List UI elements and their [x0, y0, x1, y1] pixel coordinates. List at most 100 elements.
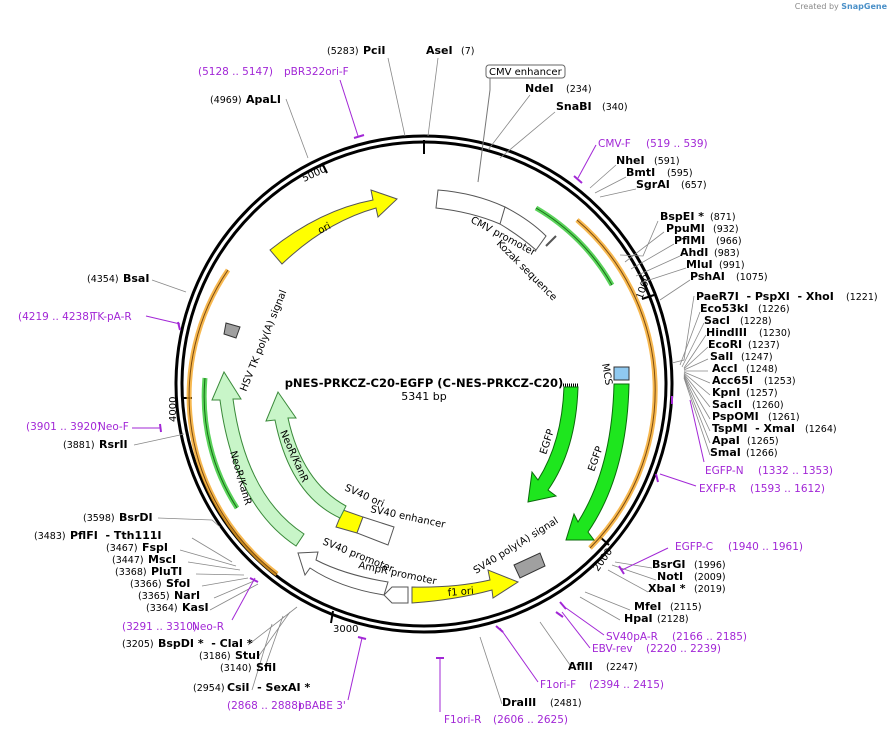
enzyme-pos-snabi: (340) [602, 102, 628, 113]
enzyme-pos-tth111i: (3483) [34, 531, 66, 542]
f1ori-label: f1 ori [447, 586, 474, 599]
primer-egfp-c: EGFP-C [675, 541, 713, 553]
enzyme-pos-draiii: (2481) [550, 698, 582, 709]
enzyme-pos-ahdi: (983) [714, 248, 740, 259]
enzyme-hpai: HpaI [624, 612, 653, 625]
enzyme-acc65i: Acc65I [712, 374, 753, 387]
enzyme-nhei: NheI [616, 154, 645, 167]
enzyme-pos-msci: (3447) [112, 555, 144, 566]
enzyme-mlui: MluI [686, 258, 713, 271]
tick-3000: 3000 [333, 624, 358, 635]
credit-prefix: Created by [794, 2, 839, 11]
sv40-ori-label: SV40 ori [343, 483, 386, 510]
enzyme-bmti: BmtI [626, 166, 655, 179]
enzyme-pos-stui: (3186) [199, 651, 231, 662]
enzyme-pos-sfii: (3140) [220, 663, 252, 674]
primer-leaders [132, 79, 705, 712]
enzyme-pflmi: PflMI [674, 234, 705, 247]
enzyme-pos-pspomi: (1261) [768, 412, 800, 423]
enzyme-sfoi: SfoI [166, 577, 190, 590]
enzyme-mfei: MfeI [634, 600, 661, 613]
primer-pos-egfp-n: (1332 .. 1353) [758, 465, 833, 477]
tick-4000: 4000 [168, 397, 179, 422]
enzyme-kasi: KasI [182, 601, 209, 614]
enzyme-pos-bsrdi: (3598) [83, 513, 115, 524]
enzyme-draiii: DraIII [502, 696, 536, 709]
enzyme-saci: SacI [704, 314, 730, 327]
primer-pos-f1ori-f: (2394 .. 2415) [589, 679, 664, 691]
primer-pbabe3: pBABE 3' [298, 700, 346, 712]
feature-arcs [186, 205, 658, 576]
primer-pos-pbr322ori-f: (5128 .. 5147) [198, 66, 273, 78]
tick-2000: 2000 [591, 547, 615, 574]
enzyme-pos-kpni: (1257) [746, 388, 778, 399]
sv40-enhancer-box [356, 516, 395, 546]
enzyme-pos-apali: (4969) [210, 95, 242, 106]
enzyme-pos-smai: (1266) [746, 448, 778, 459]
primer-cmv-f: CMV-F [598, 138, 631, 150]
enzyme-pos-apai: (1265) [747, 436, 779, 447]
backbone-outer-ring [174, 134, 674, 634]
enzyme-pos-nhei: (591) [654, 156, 680, 167]
primer-pos-ebv-rev: (2220 .. 2239) [646, 643, 721, 655]
enzyme-pspomi: PspOMI [712, 410, 759, 423]
enzyme-pos-ecori: (1237) [748, 340, 780, 351]
enzyme-pos-bmti: (595) [667, 168, 693, 179]
enzyme-eco53ki: Eco53kI [700, 302, 748, 315]
primer-pos-tk-pa-r: (4219 .. 4238) [18, 311, 93, 323]
enzyme-ppumi: PpuMI [666, 222, 705, 235]
enzyme-sexai: CsiI - SexAI * [227, 681, 310, 694]
enzyme-pos-hindiii: (1230) [759, 328, 791, 339]
sv40pa-box [513, 552, 546, 579]
plasmid-size: 5341 bp [401, 390, 446, 403]
primer-pos-sv40pa-r: (2166 .. 2185) [672, 631, 747, 643]
enzyme-kpni: KpnI [712, 386, 740, 399]
snapgene-credit: Created by SnapGene [795, 2, 887, 11]
enzyme-bsrgi: BsrGI [652, 558, 685, 571]
primer-egfp-n: EGFP-N [705, 465, 744, 477]
enzyme-ahdi: AhdI [680, 246, 708, 259]
neor-inner-arrow [265, 390, 347, 519]
enzyme-asei: AseI [426, 44, 453, 57]
enzyme-pos-sgrai: (657) [681, 180, 707, 191]
enzyme-pos-xbai: (2019) [694, 584, 726, 595]
enzyme-bspei: BspEI * [660, 210, 704, 223]
enzyme-sacii: SacII [712, 398, 742, 411]
hsv-tk-label: HSV TK poly(A) signal [239, 289, 290, 394]
sv40-promoter-arrow [297, 551, 389, 596]
feature-shapes [211, 189, 630, 604]
enzyme-pos-pluti: (3368) [115, 567, 147, 578]
enzyme-fspi: FspI [142, 541, 168, 554]
enzyme-clai: BspDI * - ClaI * [158, 637, 253, 650]
primer-f1ori-f: F1ori-F [540, 679, 576, 691]
f1ori-arrow [411, 569, 520, 604]
enzyme-labels: (5283) PciI AseI (7) NdeI (234) SnaBI (3… [34, 44, 878, 709]
enzyme-pos-acci: (1248) [746, 364, 778, 375]
enzyme-bsai: BsaI [123, 272, 149, 285]
enzyme-ndei: NdeI [525, 82, 554, 95]
enzyme-pos-bsai: (4354) [87, 274, 119, 285]
neor-outer-arrow [211, 370, 305, 547]
ori-arrow [269, 189, 398, 265]
primer-pos-egfp-c: (1940 .. 1961) [728, 541, 803, 553]
enzyme-pluti: PluTI [151, 565, 182, 578]
enzyme-ecori: EcoRI [708, 338, 742, 351]
enzyme-pos-ppumi: (932) [713, 224, 739, 235]
primer-pos-neo-r: (3291 .. 3310) [122, 621, 197, 633]
enzyme-pos-mfei: (2115) [670, 602, 702, 613]
egfp-arrow-inner [527, 386, 579, 503]
enzyme-sgrai: SgrAI [636, 178, 670, 191]
mcs-box [613, 366, 630, 381]
kozak-marker [545, 235, 557, 247]
primer-labels: (5128 .. 5147) pBR322ori-F CMV-F (519 ..… [18, 66, 833, 726]
enzyme-apai: ApaI [712, 434, 740, 447]
enzyme-acci: AccI [712, 362, 738, 375]
enzyme-nari: NarI [174, 589, 200, 602]
enzyme-pos-bsrgi: (1996) [694, 560, 726, 571]
enzyme-snabi: SnaBI [556, 100, 592, 113]
primer-pos-exfp-r: (1593 .. 1612) [750, 483, 825, 495]
enzyme-pos-aflii: (2247) [606, 662, 638, 673]
enzyme-pos-clai: (3205) [122, 639, 154, 650]
enzyme-pos-xmai: (1264) [805, 424, 837, 435]
primer-sv40pa-r: SV40pA-R [606, 631, 658, 643]
